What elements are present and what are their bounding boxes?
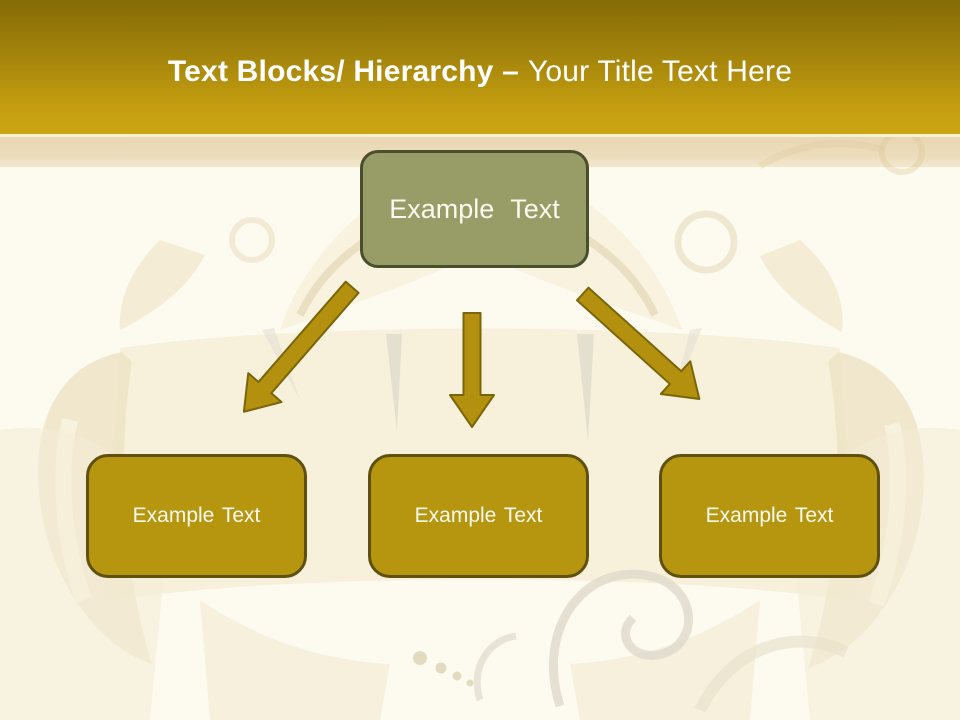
header-divider-line bbox=[0, 134, 960, 137]
child-text-block-1[interactable]: Example Text bbox=[86, 454, 307, 578]
slide-title-regular: Your Title Text Here bbox=[527, 55, 793, 88]
arrow-down-left-icon[interactable] bbox=[224, 270, 371, 429]
slide-title-bold: Text Blocks/ Hierarchy – bbox=[167, 55, 519, 88]
arrow-down-icon[interactable] bbox=[447, 312, 497, 428]
root-text-block[interactable]: Example Text bbox=[360, 150, 589, 268]
child-text-block-2-label: Example Text bbox=[414, 504, 543, 527]
child-text-block-2[interactable]: Example Text bbox=[368, 454, 589, 578]
header-band: Text Blocks/ Hierarchy –Your Title Text … bbox=[0, 0, 960, 134]
root-text-block-label: Example Text bbox=[389, 193, 560, 224]
child-text-block-1-label: Example Text bbox=[132, 504, 261, 527]
slide-title[interactable]: Text Blocks/ Hierarchy –Your Title Text … bbox=[0, 54, 960, 90]
child-text-block-3-label: Example Text bbox=[705, 504, 834, 527]
arrow-down-right-icon[interactable] bbox=[565, 275, 717, 419]
child-text-block-3[interactable]: Example Text bbox=[659, 454, 880, 578]
